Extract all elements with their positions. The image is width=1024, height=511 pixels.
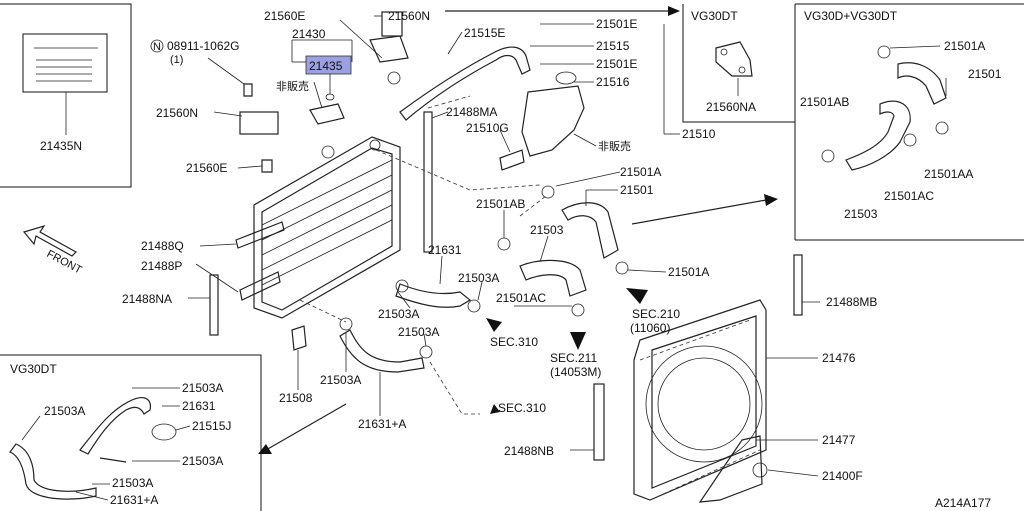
- label-21501E-1: 21501E: [596, 17, 637, 31]
- label-21560E-a: 21560E: [186, 161, 227, 175]
- inset-title-vg30dt-bottom: VG30DT: [10, 362, 57, 376]
- label-21477: 21477: [822, 433, 856, 447]
- label-21510: 21510: [682, 127, 716, 141]
- inset-vg30dt-bottom: VG30DT 21503A 21503A 21631 21515J 21503A…: [0, 354, 262, 511]
- inset-label-21501: 21501: [968, 67, 1002, 81]
- seal-21488Q: [235, 221, 285, 249]
- label-21503A-4: 21503A: [320, 373, 361, 387]
- n-marker-text: N: [153, 41, 161, 53]
- label-21488MB: 21488MB: [826, 295, 877, 309]
- inset-label-21631A: 21631+A: [110, 493, 158, 507]
- label-21515: 21515: [596, 39, 630, 53]
- highlight-21435: [305, 55, 352, 75]
- label-21503A-2: 21503A: [378, 307, 419, 321]
- label-21435: 21435: [309, 59, 343, 73]
- label-21501A-main-2: 21501A: [668, 265, 709, 279]
- label-08911-1062G: 08911-1062G: [167, 39, 240, 53]
- lower-hoses: [291, 185, 629, 373]
- inset-label-21503A-4: 21503A: [112, 476, 153, 490]
- inset-label-plate: 21435N: [0, 3, 132, 188]
- label-sec310-2: SEC.310: [498, 401, 546, 415]
- label-21488P: 21488P: [141, 259, 182, 273]
- label-21516: 21516: [596, 75, 630, 89]
- label-21515E: 21515E: [464, 26, 505, 40]
- seal-21488P: [239, 271, 281, 301]
- inset-title-vg30d-vg30dt: VG30D+VG30DT: [804, 9, 898, 23]
- inset-label-21515J: 21515J: [192, 419, 231, 433]
- label-21560NA: 21560NA: [706, 100, 756, 114]
- inset-label-21503A-3: 21503A: [182, 454, 223, 468]
- inset-label-21501AA: 21501AA: [924, 167, 973, 181]
- label-21510G: 21510G: [466, 121, 509, 135]
- inset-label-21503: 21503: [844, 207, 878, 221]
- label-21430: 21430: [292, 27, 326, 41]
- n-marker: [150, 39, 164, 53]
- label-21488MA: 21488MA: [446, 105, 497, 119]
- label-not-for-sale-2: 非販売: [598, 140, 631, 153]
- seal-21488MB: [793, 254, 803, 316]
- label-sec210: SEC.210: [632, 307, 680, 321]
- label-21501-main: 21501: [620, 183, 654, 197]
- seal-21488NA: [209, 274, 219, 336]
- seal-21488NB: [593, 383, 605, 461]
- inset-label-21501AC: 21501AC: [884, 189, 934, 203]
- label-21631A: 21631+A: [358, 417, 406, 431]
- inset-label-21501AB: 21501AB: [800, 95, 849, 109]
- label-21503A-3: 21503A: [398, 325, 439, 339]
- inset-label-21503A-2: 21503A: [182, 381, 223, 395]
- inset-label-21501A: 21501A: [944, 39, 985, 53]
- label-21631: 21631: [428, 243, 462, 257]
- inset-label-21631: 21631: [182, 399, 216, 413]
- inset-title-vg30dt-top: VG30DT: [691, 9, 738, 23]
- label-21560N-b: 21560N: [388, 9, 430, 23]
- label-21560E-b: 21560E: [264, 9, 305, 23]
- label-21488Q: 21488Q: [141, 239, 184, 253]
- label-not-for-sale-1: 非販売: [276, 80, 309, 93]
- label-21488NB: 21488NB: [504, 444, 554, 458]
- label-sec211-sub: (14053M): [550, 365, 601, 379]
- fan-shroud: [633, 299, 768, 503]
- label-21501E-2: 21501E: [596, 57, 637, 71]
- label-21501AB-main: 21501AB: [476, 197, 525, 211]
- label-sec211: SEC.211: [550, 351, 597, 365]
- label-21503A-1: 21503A: [458, 271, 499, 285]
- label-08911-qty: (1): [170, 54, 183, 66]
- label-21488NA: 21488NA: [122, 292, 172, 306]
- label-21501A-main-1: 21501A: [620, 165, 661, 179]
- inset-vg30dt-top: VG30DT 21560NA: [682, 4, 796, 240]
- label-21560N-a: 21560N: [156, 106, 198, 120]
- front-indicator: FRONT: [22, 224, 84, 277]
- diagram-code: A214A177: [935, 496, 991, 510]
- label-21400F: 21400F: [822, 469, 863, 483]
- label-21508: 21508: [279, 391, 313, 405]
- upper-hose-reservoir: [369, 11, 585, 253]
- inset-label-21503A-1: 21503A: [44, 404, 85, 418]
- inset-vg30d-vg30dt: VG30D+VG30DT 21501A 21501 21501AB 21501A…: [795, 3, 1024, 241]
- label-21501AC-main: 21501AC: [496, 291, 546, 305]
- label-sec210-sub: (11060): [630, 321, 670, 335]
- label-21476: 21476: [822, 351, 856, 365]
- label-21503-main: 21503: [530, 223, 564, 237]
- leader-lines: [188, 15, 820, 477]
- label-21435N: 21435N: [40, 139, 82, 153]
- label-sec310-1: SEC.310: [490, 335, 538, 349]
